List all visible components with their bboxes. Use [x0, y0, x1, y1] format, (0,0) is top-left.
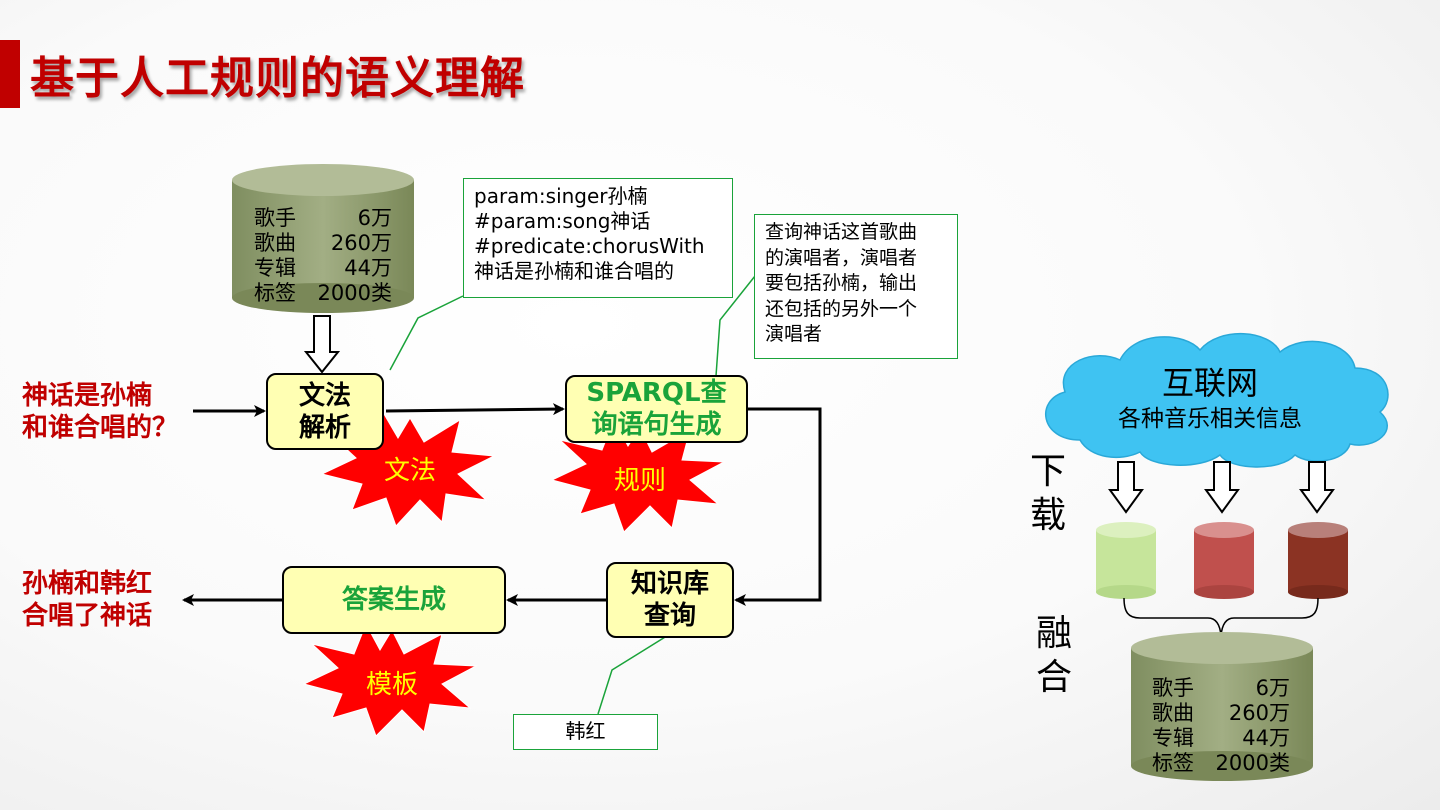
- query-description-note: 查询神话这首歌曲 的演唱者，演唱者 要包括孙楠，输出 还包括的另外一个 演唱者: [754, 214, 958, 359]
- cloud-icon: [1045, 332, 1389, 468]
- hollow-down-arrow: [303, 315, 341, 374]
- db-value: 44万: [1242, 726, 1290, 750]
- db-value: 44万: [344, 256, 392, 280]
- note-line: #predicate:chorusWith: [474, 234, 705, 258]
- db-row: 歌手 6万: [1152, 676, 1290, 701]
- answer-generation-node: 答案生成: [282, 566, 506, 634]
- title-accent-bar: [0, 40, 20, 108]
- db-row: 标签 2000类: [1152, 751, 1290, 776]
- label-char: 载: [1029, 495, 1066, 536]
- db-value: 260万: [1228, 701, 1290, 725]
- question-line: 和谁合唱的？: [22, 413, 179, 443]
- burst-rules-shape: [550, 418, 726, 533]
- label-char: 下: [1029, 451, 1066, 492]
- burst-grammar-label: 文法: [383, 456, 436, 486]
- label-char: 合: [1035, 657, 1072, 698]
- db-row: 专辑 44万: [1152, 726, 1290, 751]
- db-value: 6万: [357, 206, 392, 230]
- note-line: #param:song神话: [474, 209, 651, 233]
- db-key: 标签: [1152, 751, 1194, 775]
- arrow-sparql-to-kb: [734, 407, 822, 606]
- output-answer: 孙楠和韩红 合唱了神话: [22, 568, 152, 632]
- sparql-generation-node: SPARQL查询语句生成: [565, 375, 748, 443]
- db-key: 歌手: [254, 206, 296, 230]
- input-question: 神话是孙楠 和谁合唱的？: [22, 380, 178, 444]
- node-line: 解析: [298, 412, 351, 443]
- db-row: 专辑 44万: [254, 256, 392, 281]
- note-line: 还包括的另外一个: [765, 297, 918, 320]
- label-char: 融: [1035, 613, 1072, 654]
- db-key: 标签: [254, 281, 296, 305]
- question-line: 神话是孙楠: [22, 381, 153, 411]
- db-key: 专辑: [1152, 726, 1194, 750]
- node-line: 查询: [643, 601, 696, 631]
- database-bottom-stats: 歌手 6万 歌曲 260万 专辑 44万 标签 2000类: [1152, 676, 1290, 776]
- node-line: 询语句生成: [591, 410, 722, 440]
- answer-line: 合唱了神话: [22, 601, 153, 631]
- database-top-icon: [232, 164, 414, 313]
- db-value: 6万: [1255, 676, 1290, 700]
- cylinder-light-green-icon: [1096, 522, 1156, 599]
- cylinder-red-icon: [1194, 522, 1254, 599]
- node-line: 文法: [298, 380, 351, 411]
- burst-template-label: 模板: [365, 670, 418, 700]
- merge-label: 融 合: [1034, 612, 1074, 700]
- cloud-subtitle: 各种音乐相关信息: [1118, 406, 1302, 432]
- cloud-title: 互联网: [1161, 364, 1258, 402]
- db-key: 歌曲: [254, 231, 296, 255]
- callout-line-query: [715, 275, 756, 377]
- burst-template-shape: [302, 622, 478, 737]
- database-top-stats: 歌手 6万 歌曲 260万 专辑 44万 标签 2000类: [254, 206, 392, 306]
- db-row: 歌手 6万: [254, 206, 392, 231]
- db-row: 歌曲 260万: [254, 231, 392, 256]
- note-line: 要包括孙楠，输出: [765, 272, 918, 294]
- callout-line-parse: [389, 295, 464, 371]
- node-line: 知识库: [630, 569, 709, 599]
- db-value: 260万: [330, 231, 392, 255]
- callout-line-result: [597, 633, 671, 715]
- db-key: 歌手: [1152, 676, 1194, 700]
- hollow-down-arrow-2: [1204, 461, 1240, 514]
- db-value: 2000类: [1215, 751, 1290, 775]
- db-value: 2000类: [317, 281, 392, 305]
- hollow-down-arrow-3: [1299, 461, 1335, 514]
- cylinder-dark-red-icon: [1288, 522, 1348, 599]
- kb-query-node: 知识库查询: [606, 562, 734, 638]
- note-line: 的演唱者，演唱者: [765, 246, 918, 269]
- download-label: 下 载: [1028, 450, 1068, 538]
- database-bottom-icon: [1131, 632, 1313, 781]
- burst-rules-label: 规则: [613, 466, 666, 496]
- db-key: 专辑: [254, 256, 296, 280]
- grammar-parse-node: 文法解析: [266, 373, 384, 450]
- node-line: SPARQL查: [586, 378, 727, 408]
- note-line: 神话是孙楠和谁合唱的: [474, 259, 674, 283]
- merge-brace: [1123, 597, 1319, 637]
- note-line: param:singer孙楠: [474, 184, 648, 208]
- db-row: 标签 2000类: [254, 281, 392, 306]
- answer-line: 孙楠和韩红: [22, 569, 153, 599]
- arrow-parse-to-sparql: [385, 403, 565, 416]
- node-line: 答案生成: [341, 585, 446, 615]
- hollow-down-arrow-1: [1108, 461, 1144, 514]
- note-line: 演唱者: [765, 323, 823, 345]
- page-title: 基于人工规则的语义理解: [30, 53, 525, 104]
- query-result-note: 韩红: [513, 714, 658, 750]
- db-row: 歌曲 260万: [1152, 701, 1290, 726]
- parse-result-note: param:singer孙楠 #param:song神话 #predicate:…: [463, 178, 733, 298]
- note-line: 查询神话这首歌曲: [765, 221, 918, 243]
- db-key: 歌曲: [1152, 701, 1194, 725]
